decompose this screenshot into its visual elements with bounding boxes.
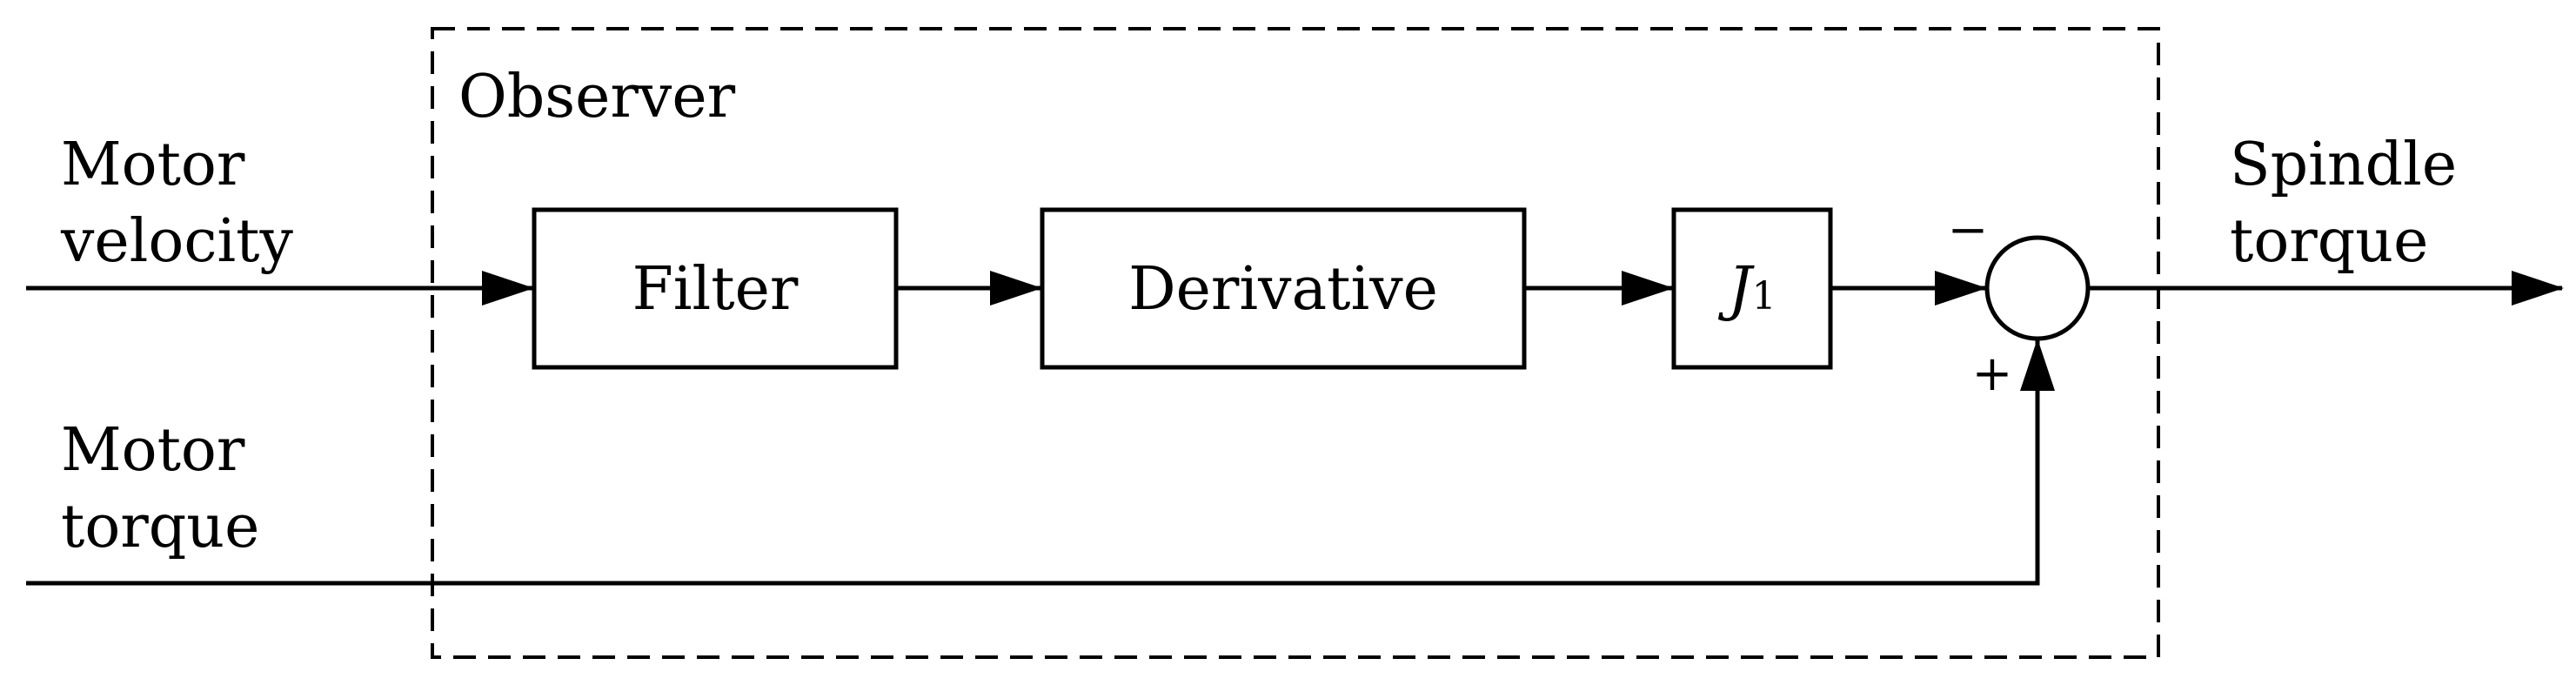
observer-title: Observer xyxy=(458,63,736,131)
observer-boundary xyxy=(431,27,2160,659)
minus-sign: − xyxy=(1948,202,1989,259)
derivative-block xyxy=(1040,207,1527,370)
filter-block xyxy=(532,207,899,370)
summing-junction xyxy=(1984,235,2091,341)
inertia-block xyxy=(1671,207,1833,370)
motor-torque-label-line2: torque xyxy=(61,493,259,561)
spindle-torque-label-line2: torque xyxy=(2230,207,2428,276)
filter-label: Filter xyxy=(632,255,799,324)
motor-velocity-label: Motor velocity xyxy=(60,131,294,276)
motor-velocity-label-line1: Motor xyxy=(61,131,245,199)
torque-input-path xyxy=(26,339,2055,586)
inertia-subscript: 1 xyxy=(1752,274,1776,319)
motor-torque-label: Motor torque xyxy=(61,416,264,561)
spindle-torque-label: Spindle torque xyxy=(2230,131,2476,276)
motor-velocity-label-line2: velocity xyxy=(60,207,294,276)
derivative-label: Derivative xyxy=(1128,255,1438,324)
motor-torque-label-line1: Motor xyxy=(61,416,245,485)
plus-sign: + xyxy=(1972,346,2013,402)
spindle-torque-label-line1: Spindle xyxy=(2230,131,2457,199)
